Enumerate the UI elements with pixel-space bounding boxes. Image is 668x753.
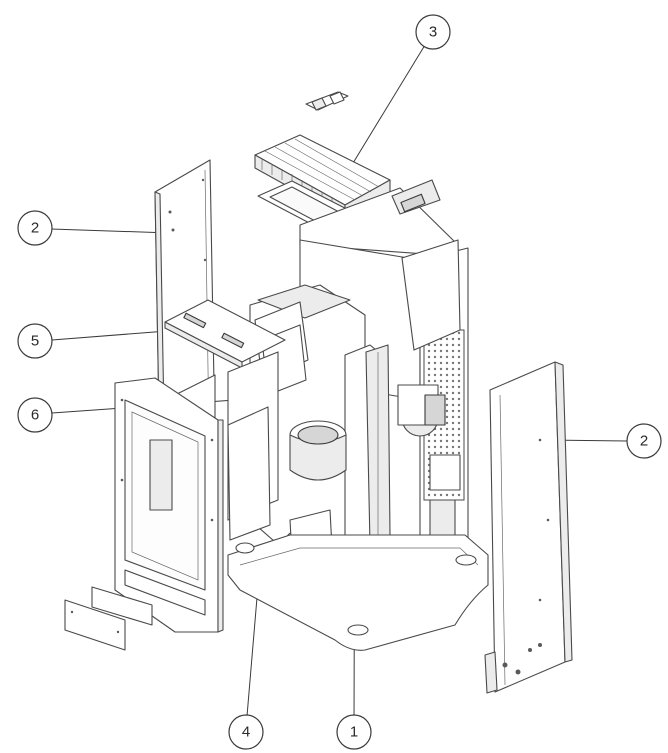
- callout-2-left: 2: [17, 210, 53, 246]
- svg-text:4: 4: [242, 724, 250, 741]
- right-side-panel: [484, 361, 573, 694]
- top-plate: [164, 299, 286, 369]
- lower-plates: [64, 586, 153, 651]
- svg-text:5: 5: [31, 333, 39, 350]
- front-door: [114, 377, 224, 633]
- leader-2-left: [50, 228, 171, 234]
- callout-6: 6: [17, 397, 53, 433]
- svg-text:6: 6: [31, 407, 39, 424]
- callout-1: 1: [336, 714, 372, 750]
- svg-text:2: 2: [640, 433, 648, 450]
- main-body: [227, 179, 489, 651]
- svg-text:2: 2: [31, 220, 39, 237]
- callout-3: 3: [415, 14, 451, 50]
- top-bracket: [305, 91, 349, 111]
- leader-3: [349, 44, 426, 169]
- svg-text:1: 1: [350, 724, 358, 741]
- callout-4: 4: [228, 714, 264, 750]
- callout-2-right: 2: [626, 423, 662, 459]
- svg-text:3: 3: [429, 24, 437, 41]
- callout-5: 5: [17, 323, 53, 359]
